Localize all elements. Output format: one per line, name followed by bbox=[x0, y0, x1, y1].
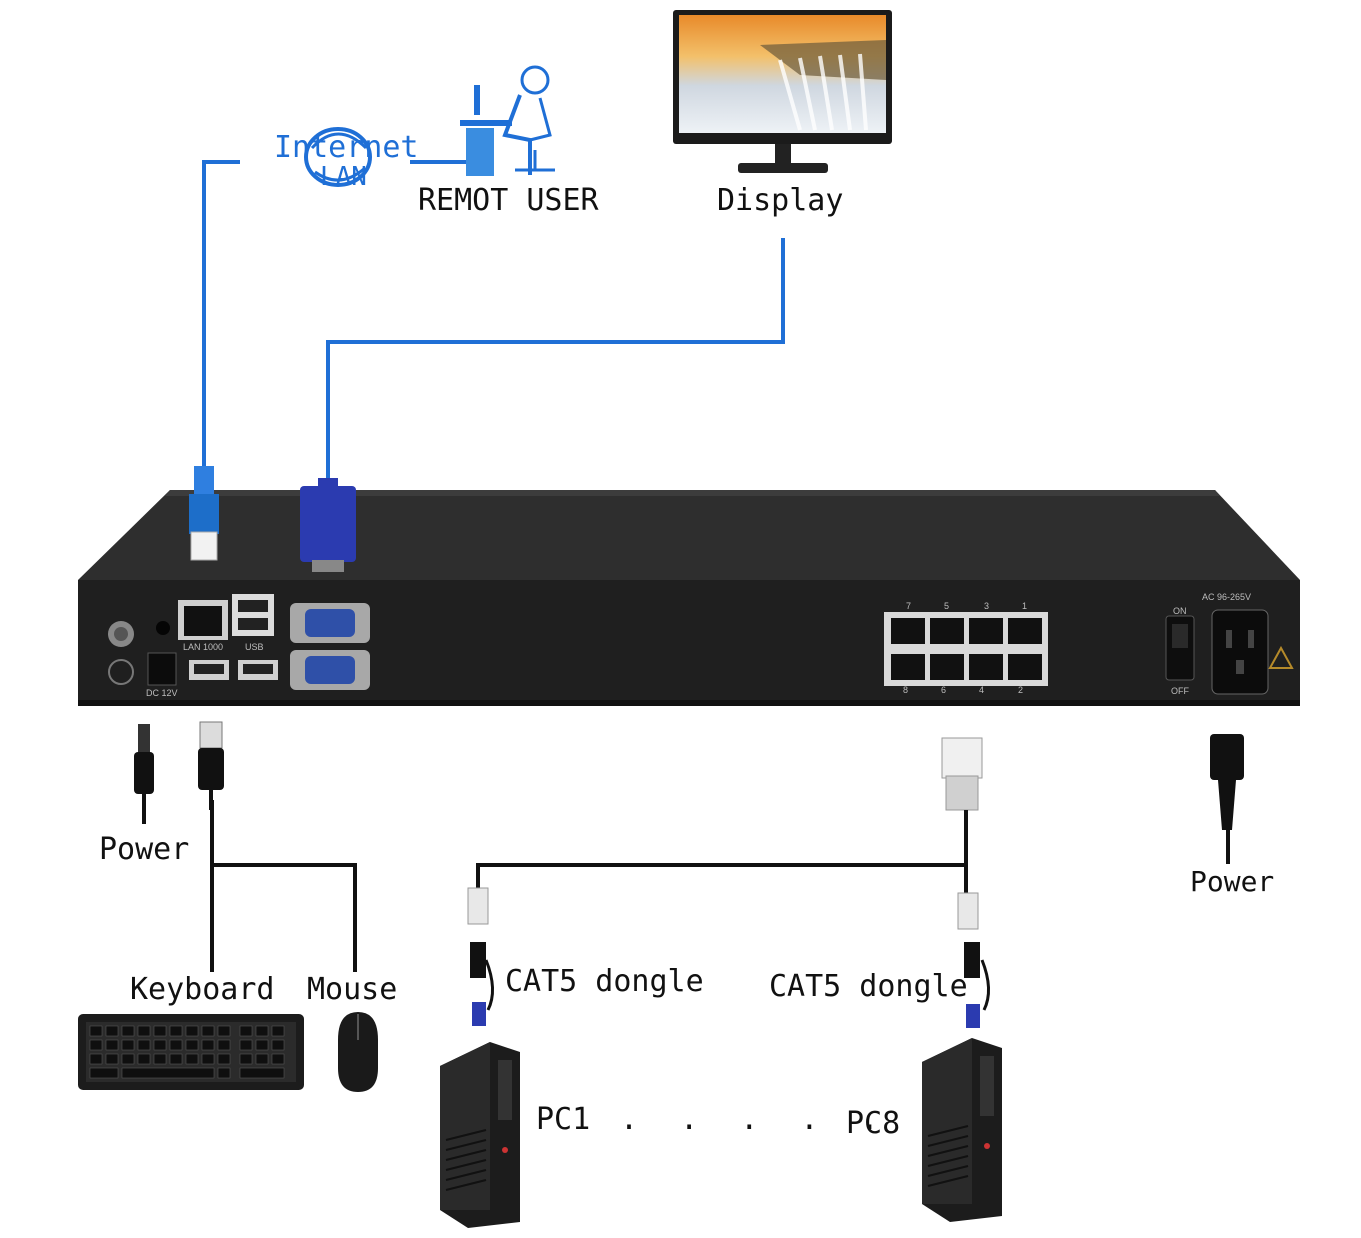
mouse-cable-line bbox=[212, 863, 357, 972]
lan-rj45-plug bbox=[189, 466, 219, 561]
internet-label: Internet bbox=[274, 130, 419, 165]
kvm-switch-chassis bbox=[78, 490, 1300, 706]
dc-12v-label: DC 12V bbox=[146, 688, 178, 698]
cat5-cable-line bbox=[476, 810, 968, 888]
ac-voltage-label: AC 96-265V bbox=[1202, 592, 1251, 602]
dc-12v-jack bbox=[147, 652, 177, 686]
cat5-cable-plug-icon bbox=[941, 737, 983, 811]
display-label: Display bbox=[717, 183, 844, 218]
port-number-5: 5 bbox=[944, 601, 949, 611]
pc-range-ellipsis: . . . . . bbox=[620, 1102, 891, 1137]
vga-connector bbox=[300, 478, 356, 572]
power-rocker-switch bbox=[1165, 615, 1195, 681]
lan-1000-port-label: LAN 1000 bbox=[183, 642, 223, 652]
power-left-label: Power bbox=[99, 832, 190, 867]
iec-power-cord-icon bbox=[1210, 734, 1244, 864]
rj45-port-block bbox=[884, 612, 1048, 686]
lan-label: LAN bbox=[320, 162, 367, 192]
vga-cable-line bbox=[326, 238, 785, 482]
cat5-dongle-1-icon bbox=[467, 887, 494, 1026]
switch-on-label: ON bbox=[1173, 606, 1187, 616]
globe-icon bbox=[304, 127, 372, 187]
monitor-icon bbox=[673, 10, 892, 173]
cat5-dongle-2-icon bbox=[957, 892, 990, 1028]
pc1-label: PC1 bbox=[536, 1102, 591, 1137]
port-number-7: 7 bbox=[906, 601, 911, 611]
remote-user-label: REMOT USER bbox=[418, 183, 599, 218]
vga-port-bottom bbox=[290, 650, 370, 690]
cat5-dongle-2-label: CAT5 dongle bbox=[769, 969, 968, 1004]
power-right-label: Power bbox=[1190, 865, 1275, 898]
mouse-label: Mouse bbox=[307, 972, 398, 1007]
mouse-icon bbox=[338, 1012, 378, 1092]
port-number-2: 2 bbox=[1018, 685, 1023, 695]
remote-user-icon bbox=[460, 65, 555, 176]
usb-port-label: USB bbox=[245, 642, 264, 652]
keyboard-icon bbox=[78, 1014, 304, 1090]
pc1-tower-icon bbox=[440, 1042, 520, 1228]
lan-1000-port bbox=[178, 600, 228, 640]
lan-cable-line bbox=[202, 160, 240, 470]
pc8-tower-icon bbox=[922, 1038, 1002, 1222]
dc-power-plug-icon bbox=[134, 724, 154, 824]
port-number-8: 8 bbox=[903, 685, 908, 695]
indicator-led bbox=[156, 621, 170, 635]
warning-icon bbox=[1268, 645, 1294, 669]
vga-port-top bbox=[290, 603, 370, 643]
port-number-3: 3 bbox=[984, 601, 989, 611]
port-number-6: 6 bbox=[941, 685, 946, 695]
cat5-dongle-1-label: CAT5 dongle bbox=[505, 964, 704, 999]
ground-screw-icon bbox=[108, 621, 134, 685]
usb-ports bbox=[189, 594, 278, 680]
keyboard-label: Keyboard bbox=[130, 972, 275, 1007]
pc8-label: PC8 bbox=[846, 1106, 901, 1141]
port-number-4: 4 bbox=[979, 685, 984, 695]
ac-power-inlet bbox=[1211, 609, 1269, 695]
port-number-1: 1 bbox=[1022, 601, 1027, 611]
usb-plug-icon bbox=[198, 721, 224, 810]
switch-off-label: OFF bbox=[1171, 686, 1189, 696]
